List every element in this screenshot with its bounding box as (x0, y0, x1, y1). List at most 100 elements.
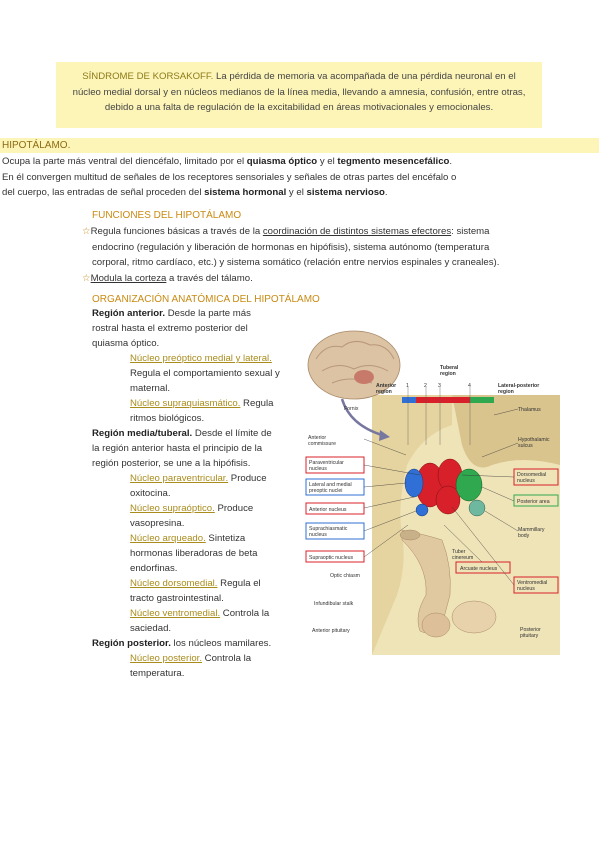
label-fornix: Fornix (344, 406, 359, 412)
label-dorsomedial-2: nucleus (517, 478, 535, 484)
nucleo-dorsomedial-link[interactable]: Núcleo dorsomedial. (130, 578, 218, 589)
brain-highlight (354, 370, 374, 384)
anterior-line-1: Región anterior. Desde la parte más (92, 306, 297, 321)
korsakoff-line-1: SÍNDROME DE KORSAKOFF. La pérdida de mem… (56, 69, 542, 85)
hipotalamo-title: HIPOTÁLAMO. (0, 138, 599, 153)
nucleo-paraventricular-link[interactable]: Núcleo paraventricular. (130, 473, 229, 484)
label-arcuate: Arcuate nucleus (460, 566, 498, 572)
nucleo-supraoptico-link[interactable]: Núcleo supraóptico. (130, 503, 215, 514)
label-number-1: 1 (406, 383, 409, 389)
hypothalamus-figure: Tuberal region Anterior region Lateral-p… (302, 325, 560, 655)
mammillary-body-shape (468, 499, 486, 517)
label-number-4: 4 (468, 383, 471, 389)
anterior-line-2: rostral hasta el extremo posterior del (92, 323, 248, 334)
ventromed-line-1: Núcleo ventromedial. Controla la (92, 606, 297, 621)
label-optic-chiasm: Optic chiasm (330, 573, 360, 579)
label-preoptic-1: Lateral and medial (309, 482, 352, 488)
label-number-3: 3 (438, 383, 441, 389)
leader-sulcus (481, 442, 519, 458)
media-line-2: la región anterior hasta el principio de… (92, 443, 263, 454)
label-lateral-posterior-1: Lateral-posterior (498, 383, 539, 389)
korsakoff-line-2: núcleo medial dorsal y en núcleos median… (72, 86, 526, 98)
label-anterior-pituitary: Anterior pituitary (312, 628, 350, 634)
preoptic-nucleus-shape (404, 468, 424, 498)
intro-text: y el (317, 156, 338, 167)
label-anterior-nucleus: Anterior nucleus (309, 507, 347, 513)
region-text: Controla la (202, 653, 252, 664)
hypothalamus-diagram: Tuberal region Anterior region Lateral-p… (305, 330, 560, 655)
item-text: Regula funciones básicas a través de la (90, 226, 263, 237)
preoptico-line-1: Núcleo preóptico medial y lateral. (92, 351, 297, 366)
media-line-1: Región media/tuberal. Desde el límite de (92, 426, 297, 441)
star-icon: ☆ (82, 272, 91, 284)
label-dorsomedial-1: Dorsomedial (517, 472, 546, 478)
leader-anterior-nucleus (363, 496, 415, 509)
korsakoff-title: SÍNDROME DE KORSAKOFF. (82, 71, 214, 82)
label-supraoptic: Supraoptic nucleus (309, 555, 354, 561)
pointer-arrow (340, 398, 383, 437)
item-text: : sistema (451, 226, 490, 237)
label-lateral-posterior-2: region (498, 389, 514, 395)
label-tuberal-region-2: region (440, 371, 456, 377)
nucleo-arqueado-link[interactable]: Núcleo arqueado. (130, 533, 206, 544)
brain-gyri (315, 341, 395, 360)
supraop-line-1: Núcleo supraóptico. Produce (92, 501, 297, 516)
intro-line-3: del cuerpo, las entradas de señal proced… (2, 185, 596, 201)
label-anterior-commissure-1: Anterior (308, 435, 326, 441)
arqueado-line-1: Núcleo arqueado. Sintetiza (92, 531, 297, 546)
region-text: Desde la parte más (165, 308, 251, 319)
label-suprachiasmatic-1: Suprachiasmatic (309, 526, 348, 532)
leader-preoptic (363, 482, 407, 488)
funciones-item-1-line-3: corporal, ritmo cardíaco, etc.) y sistem… (92, 257, 500, 268)
label-mammillary-body-2: body (518, 533, 530, 539)
leader-commissure (363, 438, 407, 456)
nucleo-supraquiasmatico-link[interactable]: Núcleo supraquiasmático. (130, 398, 241, 409)
arqueado-line-3: endorfinas. (130, 563, 178, 574)
preoptico-line-2: Regula el comportamiento sexual y (130, 368, 280, 379)
dorsomed-line-2: tracto gastrointestinal. (130, 593, 224, 604)
label-infundibular-stalk: Infundibular stalk (314, 601, 354, 607)
box-posterior-area (513, 494, 559, 507)
label-anterior-region-1: Anterior (376, 383, 396, 389)
label-posterior-pituitary-1: Posterior (520, 627, 541, 633)
paravent-line-2: oxitocina. (130, 488, 171, 499)
supraq-line-1: Núcleo supraquiasmático. Regula (92, 396, 297, 411)
nucleo-posterior-link[interactable]: Núcleo posterior. (130, 653, 202, 664)
leader-paraventricular (363, 464, 421, 476)
nposterior-line-2: temperatura. (130, 668, 185, 679)
leader-supraoptic (363, 524, 409, 558)
leader-arcuate (443, 524, 483, 563)
label-mammillary-body-1: Mammillary (518, 527, 545, 533)
label-posterior-pituitary-2: pituitary (520, 633, 539, 639)
region-media-title: Región media/tuberal. (92, 428, 193, 439)
region-text: Desde el límite de (192, 428, 272, 439)
label-thalamus: Thalamus (518, 407, 541, 413)
leader-thalamus (493, 408, 519, 416)
label-ventromedial-2: nucleus (517, 586, 535, 592)
label-tuber-cinereum-2: cinereum (452, 555, 473, 561)
intro-text: . (384, 187, 388, 198)
posterior-pituitary-shape (451, 600, 497, 634)
hipotalamo-intro: Ocupa la parte más ventral del diencéfal… (2, 154, 596, 201)
tissue-shade (372, 395, 452, 655)
funciones-item-1-line-2: endocrino (regulación y liberación de ho… (92, 241, 490, 253)
region-anterior-title: Región anterior. (92, 308, 166, 319)
label-paraventricular-1: Paraventricular (309, 460, 344, 466)
paravent-line-1: Núcleo paraventricular. Produce (92, 471, 297, 486)
anterior-pituitary-shape (421, 612, 451, 638)
posterior-line-1: Región posterior. los núcleos mamilares. (92, 636, 297, 651)
organizacion-list: Región anterior. Desde la parte más rost… (92, 306, 297, 681)
organizacion-heading: ORGANIZACIÓN ANATÓMICA DEL HIPOTÁLAMO (92, 294, 320, 305)
label-ventromedial-1: Ventromedial (517, 580, 547, 586)
intro-text: Ocupa la parte más ventral del diencéfal… (2, 156, 247, 167)
ventromedial-nucleus-shape (435, 485, 461, 515)
posterior-area-shape (455, 468, 483, 502)
label-suprachiasmatic-2: nucleus (309, 532, 327, 538)
nucleo-preoptico-link[interactable]: Núcleo preóptico medial y lateral. (130, 353, 272, 364)
thalamus-region (452, 395, 560, 468)
region-text: Produce (214, 503, 254, 514)
label-hypothalamic-sulcus-1: Hypothalamic (518, 437, 550, 443)
item-underline: coordinación de distintos sistemas efect… (262, 226, 452, 237)
region-text: Regula el (217, 578, 261, 589)
nucleo-ventromedial-link[interactable]: Núcleo ventromedial. (130, 608, 221, 619)
